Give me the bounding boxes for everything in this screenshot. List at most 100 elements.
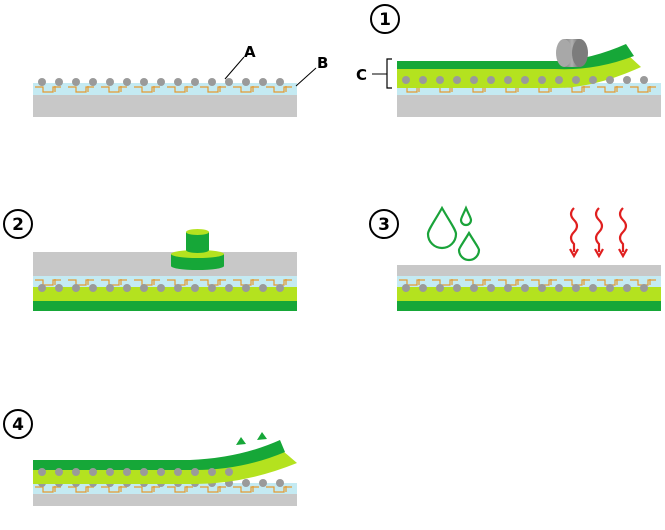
bead [259, 284, 267, 292]
bead-transferred [236, 437, 246, 445]
bead [259, 78, 267, 86]
bead [89, 284, 97, 292]
label-c-bracket [386, 58, 392, 89]
step-3-structure [397, 265, 661, 311]
bead [623, 284, 631, 292]
circuit-trace [101, 86, 127, 93]
step-1-badge: 1 [370, 4, 400, 34]
bead [72, 284, 80, 292]
bead [191, 78, 199, 86]
bead [606, 76, 614, 84]
bead [55, 78, 63, 86]
bead [504, 284, 512, 292]
bead [276, 479, 284, 487]
circuit-trace [35, 86, 61, 93]
bead [521, 76, 529, 84]
label-b-leader [295, 67, 317, 87]
bead [640, 284, 648, 292]
bead [208, 468, 216, 476]
step-4-badge: 4 [3, 409, 33, 439]
circuit-trace [432, 279, 458, 286]
bead [123, 78, 131, 86]
circuit-trace [68, 279, 94, 286]
bead [555, 284, 563, 292]
bead [453, 284, 461, 292]
bead [106, 284, 114, 292]
bead [38, 78, 46, 86]
circuit-trace [134, 486, 160, 493]
bead [487, 284, 495, 292]
bead [538, 284, 546, 292]
circuit-trace [630, 86, 656, 93]
bead [157, 468, 165, 476]
bead [572, 76, 580, 84]
label-a-leader [224, 56, 245, 80]
bead [276, 78, 284, 86]
circuit-trace [233, 86, 259, 93]
film-dark-green [33, 440, 285, 471]
circuit-trace [167, 486, 193, 493]
circuit-trace [233, 486, 259, 493]
bead [521, 284, 529, 292]
bead [174, 78, 182, 86]
circuit-trace [498, 279, 524, 286]
bead [572, 284, 580, 292]
circuit-trace [134, 279, 160, 286]
droplets-icon [426, 205, 481, 262]
bead [157, 78, 165, 86]
circuit-trace [200, 486, 226, 493]
bead [208, 284, 216, 292]
bead [174, 284, 182, 292]
bead [225, 78, 233, 86]
circuit-trace [167, 86, 193, 93]
label-b: B [317, 54, 328, 72]
bead [589, 76, 597, 84]
bead [106, 78, 114, 86]
step-2-badge: 2 [3, 209, 33, 239]
bead [242, 78, 250, 86]
roller-icon [556, 39, 588, 67]
svg-text:1: 1 [379, 10, 391, 30]
bead [38, 284, 46, 292]
press-icon [171, 229, 224, 270]
circuit-trace [399, 279, 425, 286]
bead [140, 78, 148, 86]
bead [106, 468, 114, 476]
circuit-trace [68, 86, 94, 93]
circuit-trace [465, 279, 491, 286]
bead [140, 468, 148, 476]
circuit-trace [101, 486, 127, 493]
bead [191, 468, 199, 476]
step-1-structure [397, 39, 661, 117]
bead [436, 76, 444, 84]
bead [89, 468, 97, 476]
bead [55, 468, 63, 476]
bead [225, 284, 233, 292]
bead [225, 468, 233, 476]
bead [72, 468, 80, 476]
step-4-structure [33, 432, 297, 506]
circuit-trace [200, 86, 226, 93]
bead [55, 284, 63, 292]
base-structure [33, 78, 297, 117]
bead [487, 76, 495, 84]
bead [589, 284, 597, 292]
svg-text:3: 3 [378, 215, 390, 235]
bead [123, 468, 131, 476]
circuit-trace [35, 486, 61, 493]
heat-waves-icon [569, 207, 628, 259]
bead [242, 479, 250, 487]
bead [208, 78, 216, 86]
bead [419, 76, 427, 84]
bead [89, 78, 97, 86]
film-light-green [33, 451, 297, 484]
bead [140, 284, 148, 292]
substrate-layer [33, 95, 297, 117]
circuit-trace [597, 86, 623, 93]
bead [174, 468, 182, 476]
bead [436, 284, 444, 292]
bead [606, 284, 614, 292]
bead-transferred [257, 432, 267, 440]
